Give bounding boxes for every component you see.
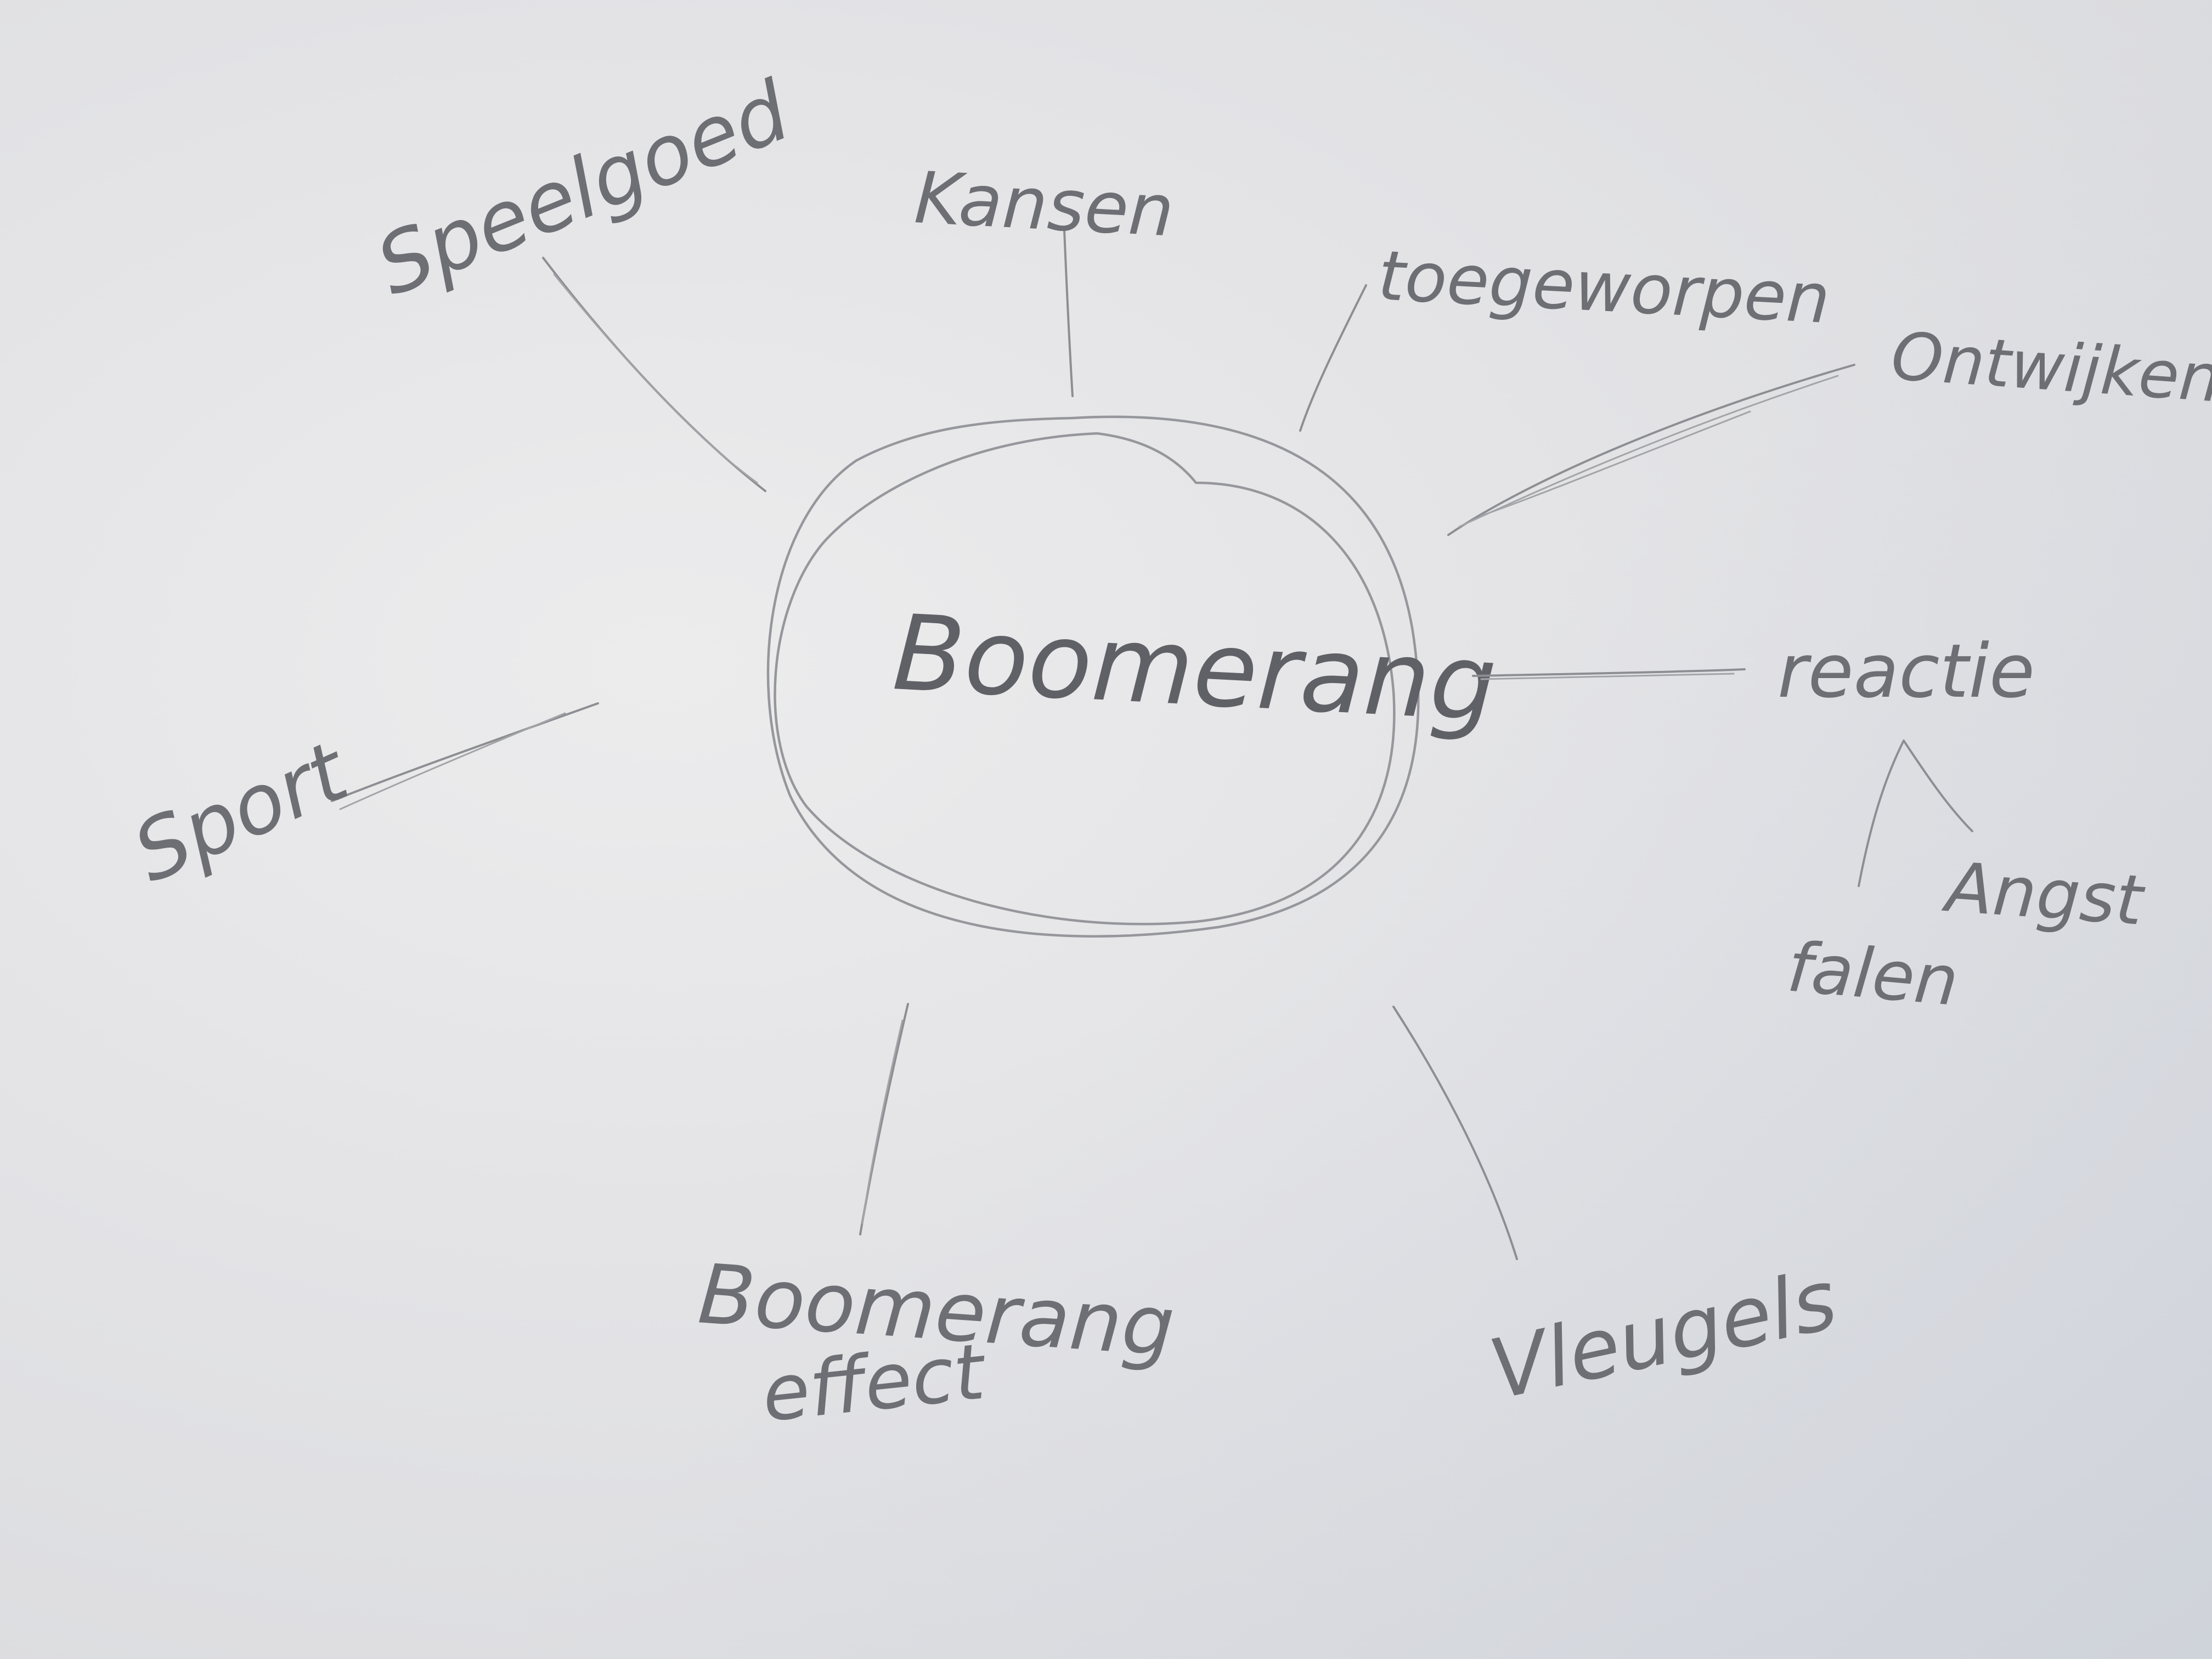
branch-label-sport: Sport (120, 723, 363, 901)
branch-label-vleugels: Vleugels (1482, 1252, 1844, 1418)
branch-line-boomerang-effect (859, 1003, 909, 1235)
branch-ontwijken: Ontwijken (1447, 318, 2212, 536)
branch-sport: Sport (120, 702, 599, 901)
sub-branch-label-falen: falen (1784, 927, 1961, 1022)
center-circle-inner (774, 432, 1396, 926)
center-label: Boomerang (890, 592, 1499, 744)
branch-label-ontwijken: Ontwijken (1889, 318, 2212, 417)
branch-line-vleugels (1392, 1006, 1518, 1260)
branch-line-sport (331, 702, 599, 802)
branch-line-sport-retrace (339, 712, 566, 810)
branch-line-kansen (1063, 229, 1074, 397)
branch-line-speelgoed-retrace (553, 273, 758, 484)
sub-branch-line-angst (1903, 740, 1973, 832)
branch-reactie: reactie (1472, 628, 2035, 714)
branch-line-speelgoed (542, 257, 766, 492)
center-node: Boomerang (766, 415, 1499, 938)
branch-vleugels: Vleugels (1392, 1006, 1844, 1418)
branch-line-reactie (1472, 668, 1746, 677)
sub-branch-label-angst: Angst (1940, 848, 2147, 941)
sub-branch-line-falen (1858, 740, 1905, 887)
branch-line-ontwijken-retrace-2 (1480, 410, 1751, 517)
branch-label-reactie: reactie (1778, 628, 2035, 714)
branch-line-boomerang-effect-retrace (861, 1019, 904, 1224)
branch-line-ontwijken (1447, 364, 1855, 536)
branch-speelgoed: Speelgoed (364, 63, 803, 492)
center-circle-outer (766, 415, 1420, 938)
branch-label-toegeworpen: toegeworpen (1376, 236, 1832, 339)
branch-line-toegeworpen (1299, 284, 1367, 432)
branch-boomerang-effect: Boomerang effect (695, 1003, 1177, 1440)
branch-label-kansen: Kansen (912, 156, 1176, 253)
branch-kansen: Kansen (912, 156, 1176, 397)
branch-toegeworpen: toegeworpen (1299, 236, 1832, 432)
branch-label-speelgoed: Speelgoed (364, 63, 802, 314)
sub-branch-reactie: Angst falen (1784, 740, 2147, 1022)
branch-line-reactie-retrace (1480, 673, 1735, 680)
